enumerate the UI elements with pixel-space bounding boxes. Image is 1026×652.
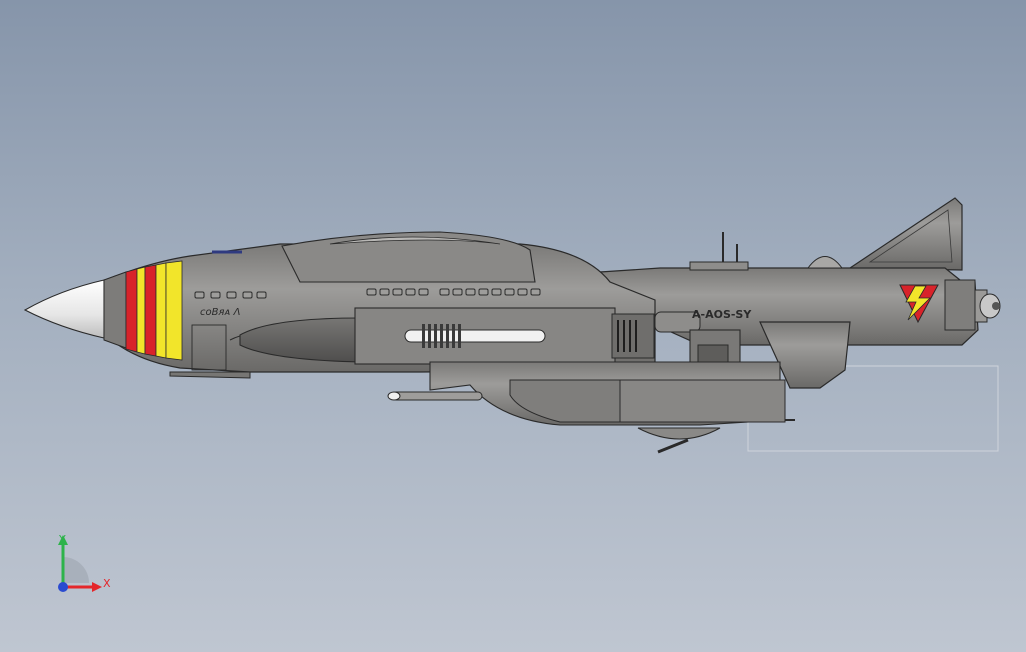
side-window [392,288,403,296]
side-windows [366,288,541,296]
sensor-dome [807,256,843,269]
cockpit-canopy [281,231,536,283]
side-window [452,288,463,296]
ventral-gun [657,438,689,454]
lightning-emblem [899,284,939,324]
side-window [405,288,416,296]
side-window [504,288,515,296]
antenna-base [689,261,749,271]
side-window [366,288,377,296]
nose-panel [191,324,227,371]
tail-code-text: A-AOS-SY [692,308,752,321]
cannon-barrel [404,329,546,343]
ventral-tank [619,379,786,423]
y-axis-label: Y [59,533,66,546]
missile [391,391,483,401]
side-window [418,288,429,296]
engine-housing [944,279,976,331]
side-window [491,288,502,296]
x-axis-label: X [103,577,111,590]
ventral-dome [637,427,721,440]
side-window [530,288,541,296]
nose-cone [23,279,105,339]
side-window [439,288,450,296]
triad-plane [63,557,89,583]
cannon-coil [422,324,461,348]
side-window [517,288,528,296]
axis-triad: Y X [40,525,130,605]
y-axis-arrow [58,535,68,545]
ventral-wing [759,321,851,389]
forward-windows [194,291,267,299]
side-window [478,288,489,296]
tail-fin [848,197,963,271]
side-window [379,288,390,296]
vent-slots [617,320,637,352]
x-axis-arrow [92,582,102,592]
missile-tip [387,391,401,401]
canopy-highlight [329,236,501,245]
nose-rail [169,371,251,379]
nose-name-text: ᴄoBᴙᴀ Ʌ [200,307,241,318]
engine-nozzle-core [992,302,1000,310]
connector-pipe [654,311,701,333]
tail-fin-detail [868,209,953,263]
nose-stripes [103,260,183,361]
side-window [465,288,476,296]
triad-graphic [58,535,102,592]
z-axis [58,582,68,592]
ventral-pod [509,379,621,423]
